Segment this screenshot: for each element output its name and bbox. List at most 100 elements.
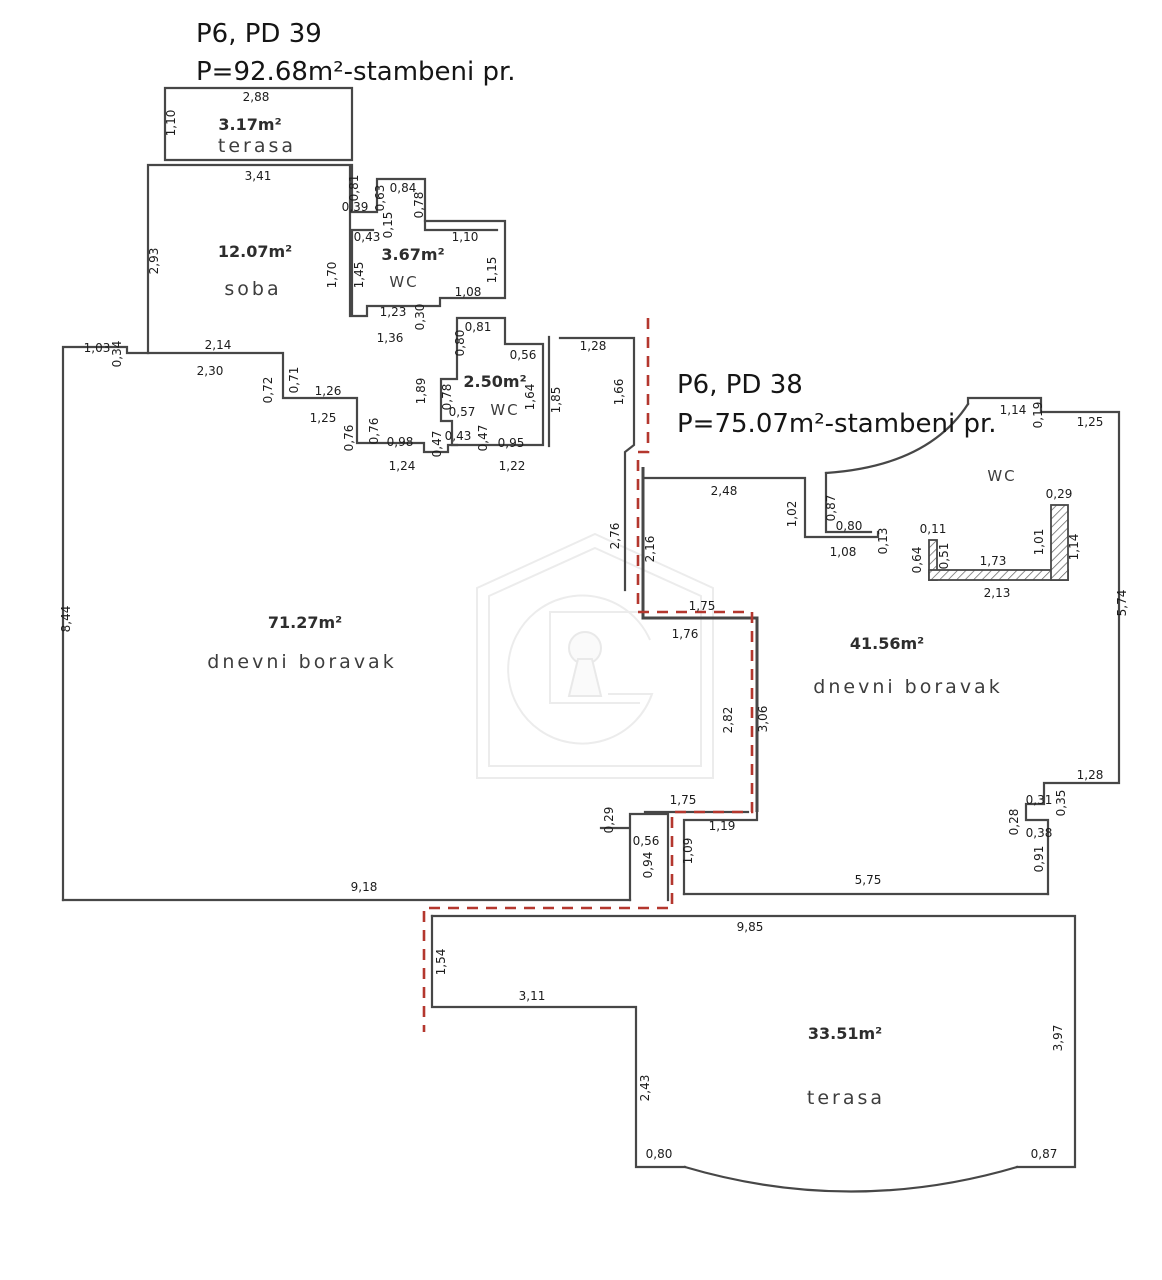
dim-label: 0,80	[646, 1147, 673, 1161]
dim-label: 1,54	[434, 949, 448, 976]
dim-label: 1,10	[452, 230, 479, 244]
dim-label: 1,14	[1067, 534, 1081, 561]
dim-label: 2,14	[205, 338, 232, 352]
dim-label: 0,38	[1026, 826, 1053, 840]
dim-label: 0,95	[498, 436, 525, 450]
dim-label: 2,82	[721, 707, 735, 734]
dim-label: 2,48	[711, 484, 738, 498]
dim-label: 3,97	[1051, 1025, 1065, 1052]
dim-label: 0,15	[381, 212, 395, 239]
dim-label: 1,45	[352, 262, 366, 289]
room-name-living38: dnevni boravak	[813, 676, 1002, 698]
dim-label: 1,36	[377, 331, 404, 345]
dim-label: 0,56	[510, 348, 537, 362]
dim-label: 0,29	[1046, 487, 1073, 501]
room-area-terasa38: 33.51m²	[808, 1024, 882, 1043]
dim-label: 1,73	[980, 554, 1007, 568]
wall-soba	[146, 163, 352, 355]
dim-label: 1,10	[164, 110, 178, 137]
dim-label: 0,47	[430, 431, 444, 458]
dim-label: 2,88	[243, 90, 270, 104]
dim-label: 1,08	[455, 285, 482, 299]
dim-label: 0,72	[261, 377, 275, 404]
unit-pd39-title: P6, PD 39	[196, 19, 322, 49]
dim-label: 0,78	[412, 192, 426, 219]
dim-label: 1,28	[1077, 768, 1104, 782]
dim-label: 1,25	[1077, 415, 1104, 429]
dim-label: 0,47	[476, 425, 490, 452]
wall-pd39-east	[558, 336, 636, 592]
dim-label: 1,14	[1000, 403, 1027, 417]
dim-label: 0,56	[633, 834, 660, 848]
room-name-terasa38: terasa	[807, 1087, 885, 1109]
dim-label: 1,66	[612, 379, 626, 406]
dim-label: 5,74	[1115, 590, 1129, 617]
dim-label: 0,84	[390, 181, 417, 195]
room-area-terasa39: 3.17m²	[218, 115, 281, 134]
watermark-keyhole-body	[567, 658, 603, 697]
dim-label: 0,57	[449, 405, 476, 419]
dim-label: 0,30	[413, 304, 427, 331]
wall-pd38-curve	[824, 402, 970, 475]
dim-label: 0,81	[465, 320, 492, 334]
dim-label: 0,76	[342, 425, 356, 452]
dim-label: 3,41	[245, 169, 272, 183]
dim-label: 1,76	[672, 627, 699, 641]
dim-label: 1,25	[310, 411, 337, 425]
wall-pd38-niche	[824, 471, 873, 534]
dim-label: 0,29	[602, 807, 616, 834]
room-area-wc2: 2.50m²	[463, 372, 526, 391]
unit-pd39-area-line: P=92.68m²-stambeni pr.	[196, 57, 516, 87]
dim-label: 2,30	[197, 364, 224, 378]
room-area-wc1: 3.67m²	[381, 245, 444, 264]
dim-label: 1,28	[580, 339, 607, 353]
walls-pd39	[61, 86, 636, 902]
wall-pd38-east	[966, 396, 1121, 896]
dim-label: 9,18	[351, 880, 378, 894]
dim-label: 1,23	[380, 305, 407, 319]
wall-bottom-box	[599, 812, 670, 902]
dim-label: 2,13	[984, 586, 1011, 600]
dim-label: 0,63	[373, 185, 387, 212]
dim-label: 0,87	[1031, 1147, 1058, 1161]
dim-label: 1,24	[389, 459, 416, 473]
dim-label: 2,76	[608, 523, 622, 550]
dim-label: 2,16	[643, 536, 657, 563]
dim-label: 1,26	[315, 384, 342, 398]
dim-label: 8,44	[59, 606, 73, 633]
dim-label: 0,11	[920, 522, 947, 536]
dim-label: 0,51	[937, 543, 951, 570]
room-name-wc1: WC	[389, 273, 418, 291]
wall-terasa38-right	[430, 914, 1077, 1169]
watermark-logo	[476, 532, 714, 779]
wall-terasa39	[163, 86, 354, 162]
wall-pd38-north	[643, 476, 880, 539]
room-name-wc2: WC	[490, 401, 519, 419]
dim-label: 1,03	[84, 341, 111, 355]
wall-pd38-west	[682, 810, 759, 896]
dim-label: 1,02	[785, 501, 799, 528]
wall-wc38-bottom	[928, 569, 1069, 581]
dim-label: 0,81	[347, 175, 361, 202]
room-name-wc38: WC	[987, 467, 1016, 485]
wall-divider	[641, 467, 759, 812]
unit-pd38-title: P6, PD 38	[677, 370, 803, 400]
dim-label: 1,85	[549, 387, 563, 414]
dim-label: 1,08	[830, 545, 857, 559]
dim-label: 0,43	[354, 230, 381, 244]
dim-label: 0,78	[440, 384, 454, 411]
walls-terasa38	[430, 914, 1077, 1193]
dim-label: 0,98	[387, 435, 414, 449]
dim-label: 0,76	[367, 418, 381, 445]
dim-label: 1,89	[414, 378, 428, 405]
dim-label: 0,94	[641, 852, 655, 879]
room-name-soba: soba	[224, 278, 281, 300]
room-area-living39: 71.27m²	[268, 613, 342, 632]
dim-label: 2,43	[638, 1075, 652, 1102]
dim-label: 0,19	[1031, 402, 1045, 429]
dim-label: 1,15	[485, 257, 499, 284]
dim-label: 2,93	[147, 248, 161, 275]
dim-label: 3,06	[756, 706, 770, 733]
dim-label: 3,11	[519, 989, 546, 1003]
